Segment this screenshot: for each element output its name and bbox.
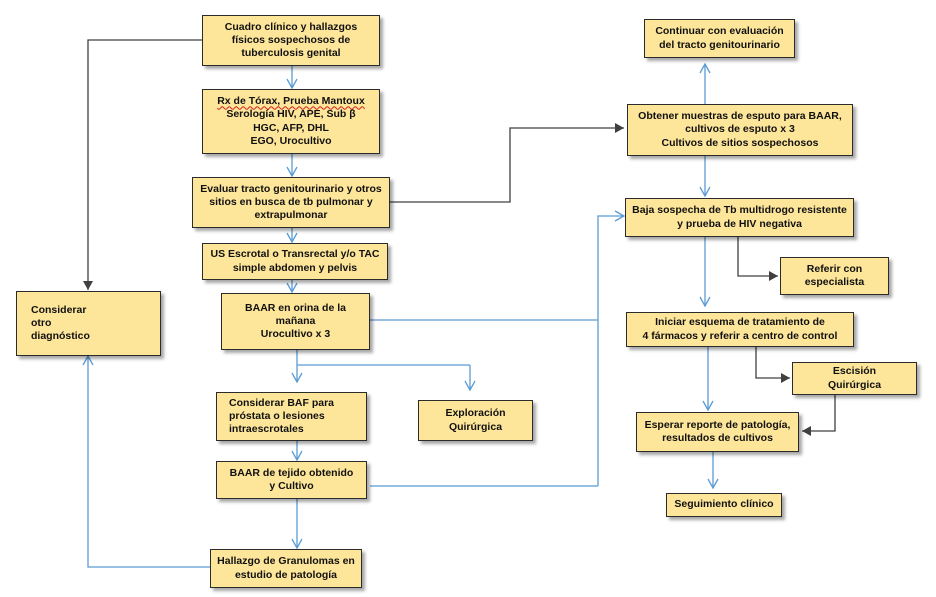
- low-suspicion-box: Baja sospecha de Tb multidrogo resistent…: [625, 198, 854, 237]
- tests-line-2: Serología HIV, APE, Sub β: [226, 108, 356, 121]
- clinical-followup-box: Seguimiento clínico: [666, 493, 782, 517]
- evaluate-tract-box: Evaluar tracto genitourinario y otros si…: [192, 177, 390, 228]
- urine-baar-box: BAAR en orina de la mañana Urocultivo x …: [221, 293, 370, 350]
- tests-line-3: HGC, AFP, DHL: [253, 121, 329, 134]
- arrow-evaluate-to-sputum: [390, 123, 624, 203]
- sputum-samples-box: Obtener muestras de esputo para BAAR, cu…: [627, 104, 853, 156]
- surgical-excision-box: Escisión Quirúrgica: [792, 362, 917, 395]
- arrow-excision-to-await: [802, 394, 836, 436]
- arrow-granulomas-to-consider: [82, 354, 210, 568]
- arrow-clinical-to-consider: [83, 39, 210, 290]
- arrow-collector-to-low-suspicion: [597, 210, 626, 486]
- baf-box: Considerar BAF para próstata o lesiones …: [216, 392, 367, 441]
- clinical-findings-box: Cuadro clínico y hallazgos físicos sospe…: [202, 15, 380, 66]
- imaging-box: US Escrotal o Transrectal y/o TAC simple…: [202, 243, 388, 280]
- refer-specialist-box: Referir con especialista: [780, 257, 889, 295]
- start-treatment-box: Iniciar esquema de tratamiento de 4 fárm…: [626, 312, 854, 347]
- surgical-exploration-box: Exploración Quirúrgica: [418, 400, 533, 441]
- tests-line-1: Rx de Tórax, Prueba Mantoux: [217, 95, 365, 108]
- arrow-low-suspicion-to-refer: [737, 237, 778, 281]
- line-urine-branch: [296, 350, 470, 366]
- tissue-baar-box: BAAR de tejido obtenido y Cultivo: [216, 461, 367, 499]
- arrow-treatment-to-excision: [755, 347, 790, 383]
- tests-line-4: EGO, Urocultivo: [250, 134, 332, 147]
- consider-other-diagnosis-box: Considerar otro diagnóstico: [16, 291, 161, 356]
- granulomas-box: Hallazgo de Granulomas en estudio de pat…: [210, 549, 362, 588]
- continue-evaluation-box: Continuar con evaluación del tracto geni…: [644, 19, 795, 58]
- await-report-box: Esperar reporte de patología, resultados…: [636, 412, 799, 452]
- initial-tests-box: Rx de Tórax, Prueba Mantoux Serología HI…: [202, 89, 380, 154]
